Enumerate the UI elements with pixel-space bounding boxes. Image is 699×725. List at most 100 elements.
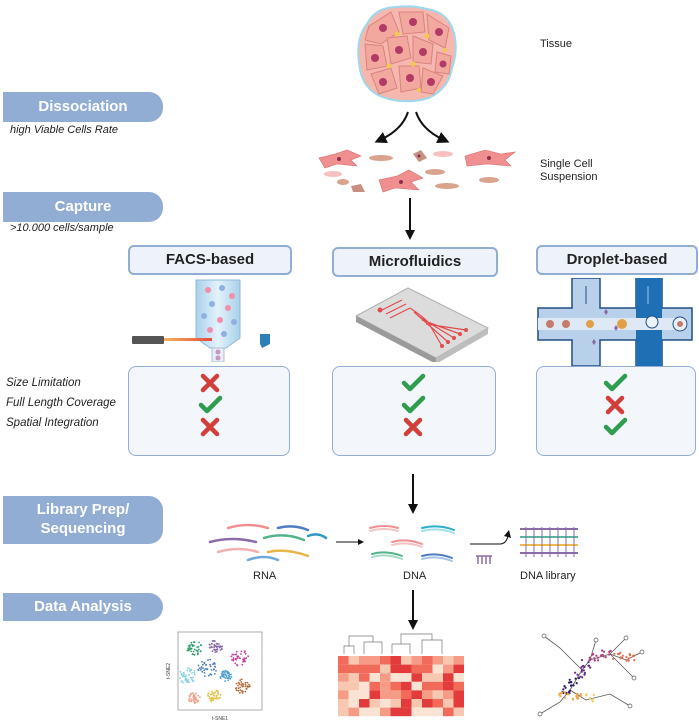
trajectory-point (588, 656, 591, 659)
heatmap-cell (443, 656, 454, 665)
trajectory-point (567, 693, 570, 696)
trajectory-point (621, 654, 624, 657)
heatmap-cell (369, 699, 380, 708)
tsne-point (197, 694, 200, 697)
tsne-point (187, 679, 189, 681)
stage-dissociation-note: high Viable Cells Rate (10, 124, 119, 136)
tsne-point (215, 642, 218, 645)
tsne-point (189, 695, 191, 698)
trajectory-point (593, 657, 596, 660)
tsne-point (211, 642, 213, 645)
heatmap-cell (422, 707, 433, 717)
trajectory-endpoint (623, 635, 629, 641)
criterion-spatial-integration: Spatial Integration (6, 417, 99, 429)
tsne-point (188, 674, 190, 676)
check-icon (401, 373, 426, 392)
tsne-point (193, 693, 196, 696)
tsne-point (188, 648, 190, 651)
tsne-point (219, 693, 222, 696)
droplet-results-box (536, 366, 696, 456)
tsne-point (200, 667, 203, 669)
method-facs-header: FACS-based (128, 245, 292, 275)
criterion-size-limitation: Size Limitation (6, 377, 81, 389)
tsne-point (239, 689, 242, 692)
heatmap-cell (390, 699, 401, 708)
heatmap-cell (369, 664, 380, 674)
heatmap-cell (443, 664, 454, 674)
dna-library-label: DNA library (520, 570, 576, 582)
tsne-point (185, 678, 188, 680)
heatmap-cell (411, 664, 422, 674)
tsne-plot: t-SNE1 t-SNE2 (166, 631, 263, 722)
trajectory-point (572, 684, 575, 687)
tsne-point (197, 668, 200, 671)
trajectory-point (632, 654, 635, 657)
heatmap-cell (453, 673, 464, 682)
tsne-point (220, 646, 223, 648)
tsne-point (180, 674, 183, 676)
trajectory-endpoint (631, 675, 637, 681)
trajectory-point (625, 659, 628, 662)
method-microfluidics-header: Microfluidics (332, 247, 498, 277)
tsne-point (209, 663, 211, 666)
check-icon (603, 417, 628, 436)
heatmap-cell (338, 664, 349, 674)
tsne-point (210, 699, 213, 701)
trajectory-point (602, 655, 605, 658)
trajectory-point (559, 692, 562, 695)
tsne-point (203, 675, 206, 677)
tsne-point (231, 659, 233, 661)
tsne-point (197, 650, 199, 653)
trajectory-point (600, 654, 603, 657)
tsne-point (225, 674, 228, 677)
tsne-point (226, 672, 229, 674)
tsne-point (211, 650, 214, 653)
single-cells-illustration (318, 149, 517, 193)
heatmap-cell (359, 690, 370, 699)
trajectory-point (597, 659, 600, 662)
stage-capture-note: >10.000 cells/sample (10, 222, 114, 234)
tsne-point (193, 702, 196, 705)
trajectory-point (561, 691, 564, 694)
trajectory-point (609, 649, 612, 652)
tsne-point (221, 671, 224, 674)
dna-strands (369, 525, 455, 562)
heatmap-cell (432, 707, 443, 717)
tsne-point (184, 679, 187, 681)
tsne-point (189, 644, 191, 647)
tsne-point (190, 647, 193, 650)
trajectory-point (583, 665, 586, 669)
tsne-point (203, 669, 205, 672)
heatmap-cell (380, 681, 391, 691)
tsne-point (248, 683, 250, 686)
tsne-point (216, 694, 219, 696)
heatmap-cell (401, 656, 412, 665)
tsne-y-axis-label: t-SNE2 (166, 663, 172, 679)
heatmap-cell (432, 656, 443, 665)
tsne-x-axis-label: t-SNE1 (212, 716, 228, 722)
trajectory-point (568, 678, 571, 681)
tsne-point (235, 659, 238, 661)
heatmap-cell (422, 673, 433, 682)
tsne-point (186, 669, 189, 672)
tsne-point (209, 693, 212, 696)
trajectory-point (576, 673, 579, 676)
heatmap-cell (453, 699, 464, 708)
tsne-point (243, 651, 246, 654)
heatmap-cell (359, 681, 370, 691)
tsne-point (224, 669, 227, 672)
tsne-point (193, 644, 195, 647)
tsne-point (193, 653, 196, 656)
tsne-point (192, 692, 195, 695)
tsne-point (239, 683, 241, 686)
tsne-point (219, 676, 222, 678)
trajectory-point (604, 656, 607, 659)
trajectory-point (628, 653, 631, 656)
trajectory-point (612, 657, 615, 660)
tsne-point (197, 646, 200, 648)
tsne-point (214, 673, 216, 675)
tsne-point (211, 693, 214, 696)
tsne-point (244, 690, 247, 693)
tsne-point (205, 663, 208, 666)
heatmap-cell (401, 690, 412, 699)
